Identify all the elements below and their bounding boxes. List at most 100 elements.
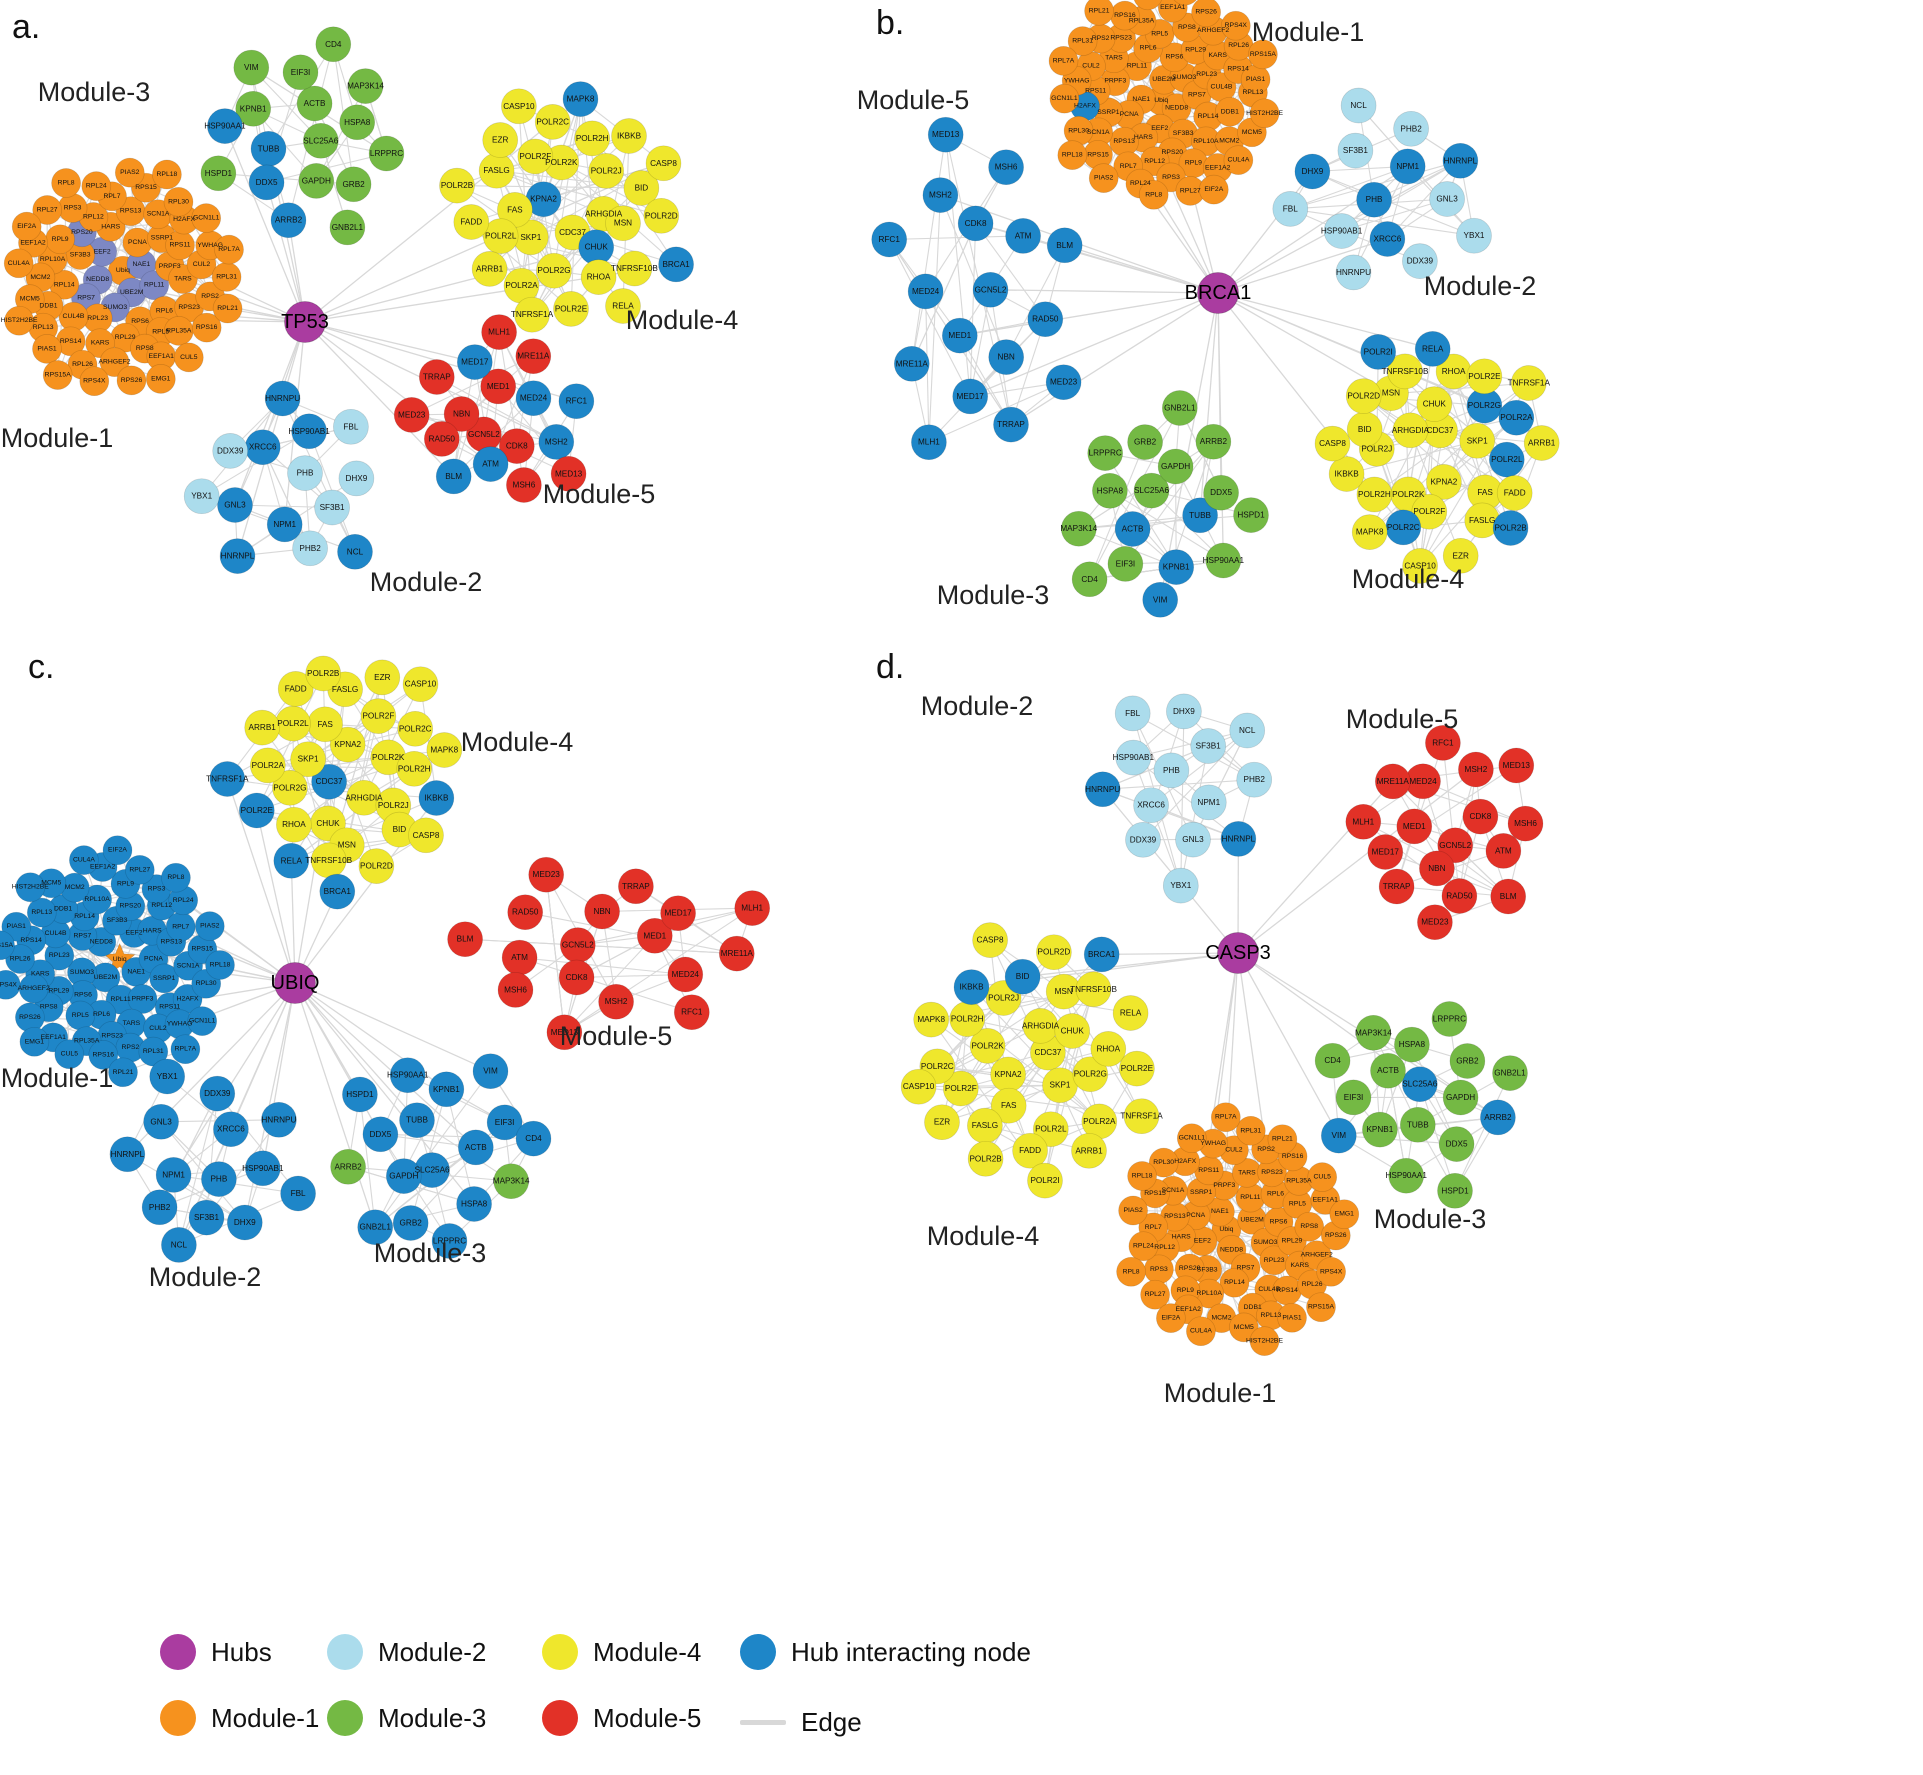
hub-label: UBIQ <box>271 972 320 994</box>
node-label: NCL <box>1239 726 1256 735</box>
node-label: FADD <box>285 684 307 693</box>
hub-edge <box>1217 292 1222 493</box>
node-GNB2L1 <box>357 1209 394 1246</box>
node-PHB <box>1153 752 1190 789</box>
node-RPL31 <box>1067 26 1098 56</box>
node-label: TNFRSF1A <box>1120 1112 1163 1121</box>
node-TNFRSF1A <box>209 761 246 797</box>
node-label: GCN5L2 <box>1439 841 1471 850</box>
node-label: RHOA <box>1442 367 1466 376</box>
node-label: H2AFX <box>177 995 199 1002</box>
node-HSP90AA1 <box>1388 1157 1425 1194</box>
node-label: RPS4X <box>1320 1268 1343 1275</box>
node-POLR2D <box>1036 934 1072 971</box>
node-EMG1 <box>145 364 176 394</box>
node-label: CDK8 <box>965 219 987 228</box>
node-label: MED24 <box>520 394 548 403</box>
node-RPL24 <box>1128 1231 1159 1262</box>
node-GAPDH <box>1157 448 1194 485</box>
node-label: MSN <box>614 219 632 228</box>
node-POLR2F <box>1411 493 1448 530</box>
node-label: RPL30 <box>196 980 217 987</box>
node-label: CUL5 <box>1314 1174 1332 1181</box>
node-label: MED13 <box>551 1028 579 1037</box>
node-ARRB1 <box>244 709 281 746</box>
node-BLM <box>435 458 472 495</box>
node-PIAS2 <box>1118 1195 1148 1226</box>
node-RPL7A <box>170 1034 201 1065</box>
node-label: POLR2F <box>362 712 394 721</box>
node-label: POLR2E <box>555 304 588 313</box>
node-POLR2L <box>482 218 519 254</box>
node-label: RPL14 <box>1198 113 1219 120</box>
node-label: RPS14 <box>1227 66 1249 73</box>
node-label: MED23 <box>1050 378 1078 387</box>
node-RPL8 <box>51 168 81 198</box>
node-FADD <box>1012 1132 1048 1169</box>
node-TRRAP <box>418 359 455 395</box>
edge <box>1132 757 1239 840</box>
node-label: PHB <box>210 1175 227 1184</box>
node-label: HSP90AB1 <box>242 1164 284 1173</box>
node-label: CUL4B <box>1211 84 1233 91</box>
node-RAD50 <box>423 421 460 457</box>
node-label: RPL35A <box>1286 1177 1312 1184</box>
node-ARRB1 <box>1071 1132 1107 1169</box>
node-LRPPRC <box>1087 435 1124 471</box>
node-label: EIF2A <box>1161 1315 1180 1322</box>
hub-edge <box>256 810 296 984</box>
node-GNL3 <box>1429 181 1465 217</box>
node-GCN5L2 <box>972 271 1009 308</box>
edge <box>1132 441 1214 530</box>
node-BRCA1 <box>658 246 694 283</box>
node-label: RPS13 <box>120 208 142 215</box>
node-label: BID <box>1358 425 1372 434</box>
hub-edge <box>294 982 477 1148</box>
node-label: GRB2 <box>1456 1057 1479 1066</box>
node-RPL21 <box>1084 0 1114 26</box>
node-PIAS2 <box>114 157 145 188</box>
node-label: GCN1L1 <box>189 1018 216 1025</box>
module-label: Module-4 <box>461 727 574 757</box>
node-label: RPS14 <box>60 338 82 345</box>
node-label: BLM <box>1500 892 1517 901</box>
node-label: CUL2 <box>193 261 211 268</box>
node-KPNB1 <box>235 90 272 127</box>
node-label: POLR2G <box>537 266 570 275</box>
node-label: TUBB <box>406 1116 428 1125</box>
node-label: RPL24 <box>1133 1243 1154 1250</box>
node-DDX5 <box>1203 474 1239 511</box>
node-MED1 <box>636 917 673 954</box>
node-POLR2K <box>969 1028 1006 1064</box>
node-label: DHX9 <box>1301 167 1323 176</box>
node-label: DHX9 <box>345 474 367 483</box>
node-label: GNL3 <box>1436 195 1458 204</box>
node-label: POLR2J <box>988 994 1019 1003</box>
node-label: TUBB <box>1407 1120 1429 1129</box>
edge <box>206 1119 280 1218</box>
edge <box>945 134 971 397</box>
node-ACTB <box>457 1129 494 1166</box>
node-label: LRPPRC <box>1089 449 1122 458</box>
hub-label: CASP3 <box>1205 942 1271 964</box>
node-MSH2 <box>1458 751 1494 788</box>
node-label: PIAS1 <box>1246 76 1265 83</box>
node-label: KPNB1 <box>1163 563 1190 572</box>
node-label: CUL4B <box>45 930 67 937</box>
node-CUL4A <box>1186 1316 1216 1347</box>
node-CASP10 <box>1402 548 1438 584</box>
node-label: DDB1 <box>39 302 57 309</box>
node-label: HIST2H2BE <box>1246 110 1283 117</box>
node-label: RPS6 <box>1166 54 1184 61</box>
node-label: RPS7 <box>77 294 95 301</box>
node-label: EZR <box>1453 551 1469 560</box>
node-label: CDK8 <box>506 442 528 451</box>
edge <box>1078 514 1252 530</box>
node-label: MCM5 <box>20 296 40 303</box>
edge <box>201 430 310 497</box>
node-CD4 <box>1071 561 1108 598</box>
node-label: YBX1 <box>1170 881 1191 890</box>
node-RFC1 <box>1425 725 1461 761</box>
node-label: HARS <box>1134 134 1153 141</box>
node-label: CASP10 <box>405 680 437 689</box>
